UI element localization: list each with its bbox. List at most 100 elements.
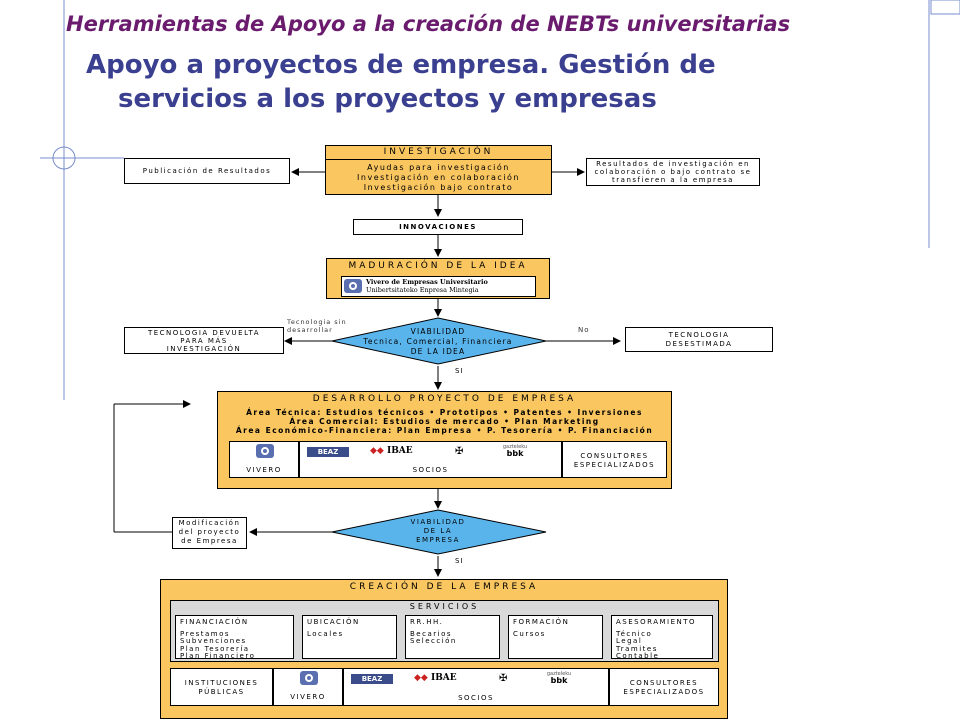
consultores-line: ESPECIALIZADOS [573,461,656,469]
tec-devuelta-line: PARA MÁS [180,337,228,345]
servicio-item: Técnico [616,629,653,638]
bbk-top-label: gazteleku [502,444,528,450]
modificacion-line: del proyecto [178,528,241,536]
si-label-1: SI [455,367,464,375]
viabilidad-idea-line: VIABILIDAD [410,327,466,336]
resultados-line: colaboración o bajo contrato se [594,168,752,176]
instituciones-line: PÚBLICAS [198,688,245,696]
vivero-logo-icon [300,671,318,685]
viabilidad-empresa-line: VIABILIDAD [410,518,466,526]
servicio-title: ASESORAMIENTO [616,618,697,626]
viabilidad-empresa-text: VIABILIDAD DE LA EMPRESA [388,518,488,545]
consultores-cell-2: CONSULTORES ESPECIALIZADOS [609,668,719,706]
innovaciones-box: INNOVACIONES [353,219,523,235]
desarrollo-box: DESARROLLO PROYECTO DE EMPRESA Área Técn… [217,391,672,489]
investigacion-title: INVESTIGACIÓN [326,146,551,160]
modificacion-line: de Empresa [181,537,238,545]
servicio-item: Legal [616,637,643,645]
investigacion-item: Investigación en colaboración [357,173,520,182]
beaz-logo: BEAZ [351,674,393,684]
tec-desestimada-line: TECNOLOGIA [668,331,730,339]
ibae-label: IBAE [386,446,413,456]
creacion-title: CREACIÓN DE LA EMPRESA [349,582,539,592]
modificacion-box: Modificación del proyecto de Empresa [172,517,247,549]
servicio-asesoramiento: ASESORAMIENTO Técnico Legal Tramites Con… [611,615,713,660]
publicacion-box: Publicación de Resultados [124,158,290,184]
socios-label: SOCIOS [412,466,449,474]
slide-title-line1: Apoyo a proyectos de empresa. Gestión de [86,50,716,80]
servicio-title: UBICACIÓN [307,618,360,626]
consultores-line: CONSULTORES [580,452,649,460]
consultores-line: ESPECIALIZADOS [623,688,705,696]
upv-logo-icon: ✠ [455,446,464,457]
slide-title-line2: servicios a los proyectos y empresas [118,84,657,114]
tecnologia-devuelta-box: TECNOLOGIA DEVUELTA PARA MÁS INVESTIGACI… [124,327,284,354]
creacion-box: CREACIÓN DE LA EMPRESA SERVICIOS FINANCI… [160,579,728,719]
bbk-logo: gazteleku bbk [534,671,584,685]
tec-devuelta-line: INVESTIGACIÓN [166,345,242,353]
desarrollo-item: Área Técnica: Estudios técnicos • Protot… [246,408,643,417]
vivero-logo-icon [344,279,362,293]
viabilidad-empresa-line: EMPRESA [416,536,460,544]
desarrollo-item: Área Económico-Financiera: Plan Empresa … [235,426,654,435]
resultados-line: transfieren a la empresa [612,176,734,184]
vivero-banner: Vivero de Empresas Universitario Unibert… [341,276,536,297]
resultados-box: Resultados de investigación en colaborac… [586,158,760,186]
maduracion-box: MADURACIÓN DE LA IDEA Vivero de Empresas… [326,258,550,299]
servicio-title: FORMACIÓN [513,618,570,626]
no-label: No [578,326,590,334]
instituciones-cell: INSTITUCIONES PÚBLICAS [170,668,273,706]
servicios-panel: SERVICIOS FINANCIACIÓN Prestamos Subvenc… [170,600,719,662]
servicio-item: Plan Tesorería [180,644,250,653]
innovaciones-label: INNOVACIONES [399,223,477,231]
slide-title: Apoyo a proyectos de empresa. Gestión de… [86,48,786,116]
servicio-item: Plan Financiero [180,652,256,660]
ibae-label: IBAE [430,673,457,683]
tec-sin-line: Tecnologia sin [287,318,347,326]
servicio-financiacion: FINANCIACIÓN Prestamos Subvenciones Plan… [175,615,294,660]
bbk-logo: gazteleku bbk [490,444,540,458]
tecnologia-sin-desarrollar-label: Tecnologia sin desarrollar [287,318,347,334]
servicio-ubicacion: UBICACIÓN Locales [302,615,397,659]
servicio-item: Subvenciones [180,637,247,645]
ibae-logo: ◆◆ IBAE [414,673,457,683]
diamond-viabilidad-idea [331,317,547,365]
servicio-item: Contable [616,652,660,660]
socios-label: SOCIOS [458,694,494,702]
servicio-item: Locales [307,629,344,638]
instituciones-line: INSTITUCIONES [184,679,259,687]
investigacion-item: Ayudas para investigación [367,163,510,172]
servicio-title: RR.HH. [410,618,444,626]
viabilidad-idea-text: VIABILIDAD Tecnica, Comercial, Financier… [362,327,514,357]
si-label-2: SI [455,557,464,565]
servicio-item: Becarios [410,629,452,638]
vivero-cell-2: VIVERO [273,668,343,706]
servicio-item: Cursos [513,629,546,638]
ibae-logo: ◆◆ IBAE [370,446,413,456]
vivero-label: VIVERO [290,693,326,701]
desarrollo-item: Área Comercial: Estudios de mercado • Pl… [289,417,600,426]
bbk-top-label: gazteleku [546,671,572,677]
servicio-item: Prestamos [180,629,231,638]
beaz-logo: BEAZ [307,447,349,457]
consultores-line: CONSULTORES [629,679,699,687]
viabilidad-idea-line: DE LA IDEA [410,347,466,356]
servicio-rrhh: RR.HH. Becarios Selección [405,615,500,659]
socios-cell-2: BEAZ ◆◆ IBAE ✠ gazteleku bbk SOCIOS [343,668,609,706]
diamond-viabilidad-empresa [331,509,547,555]
maduracion-title: MADURACIÓN DE LA IDEA [348,261,528,271]
viabilidad-idea-line: Tecnica, Comercial, Financiera [363,337,513,346]
vivero-logo-icon [256,444,274,458]
vivero-label: VIVERO [246,466,282,474]
vivero-cell: VIVERO [229,441,299,478]
modificacion-line: Modificación [178,519,241,527]
investigacion-box: INVESTIGACIÓN Ayudas para investigación … [325,145,552,195]
resultados-line: Resultados de investigación en [596,160,750,168]
socios-cell: BEAZ ◆◆ IBAE ✠ gazteleku bbk SOCIOS [299,441,562,478]
desarrollo-title: DESARROLLO PROYECTO DE EMPRESA [312,394,577,404]
tec-sin-line: desarrollar [287,326,333,334]
servicio-formacion: FORMACIÓN Cursos [508,615,603,659]
tec-desestimada-line: DESESTIMADA [665,340,733,348]
